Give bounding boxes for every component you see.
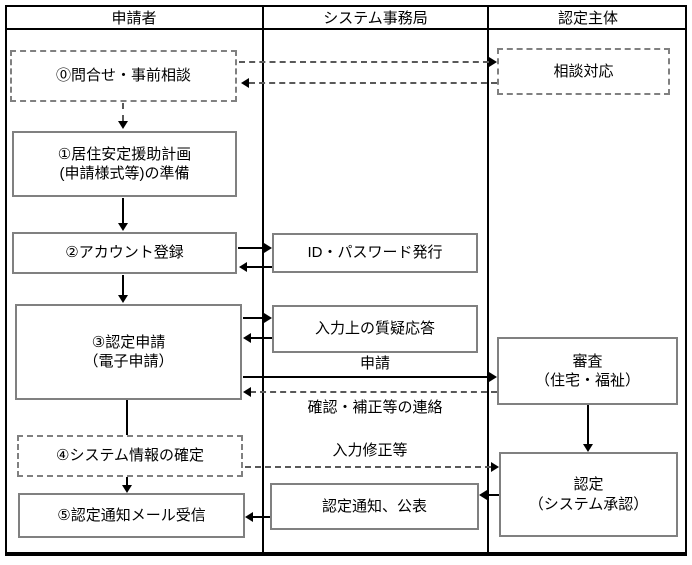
arrow-confirm-head	[243, 387, 251, 397]
node-account: ②アカウント登録	[12, 232, 237, 274]
arrow-account-to-id-line	[238, 247, 264, 249]
arrow-confirm-line	[250, 391, 497, 393]
arrow-revise-line	[245, 466, 491, 468]
arrow-plan-to-account-line	[122, 198, 124, 223]
arrow-sysinfo-to-mail-line	[126, 477, 128, 485]
header-separator	[5, 28, 687, 30]
arrow-inquiry-to-consult-line	[239, 61, 489, 63]
arrow-consult-to-inquiry-line	[249, 82, 497, 84]
arrow-account-to-id-head	[264, 243, 272, 253]
arrow-apply-head	[489, 372, 497, 382]
outer-frame	[5, 5, 687, 556]
arrow-apply-line	[243, 376, 489, 378]
node-notice: 認定通知、公表	[270, 483, 479, 530]
node-inquiry: ⓪問合せ・事前相談	[10, 50, 237, 102]
lane-header-applicant: 申請者	[111, 10, 157, 27]
arrow-certify-to-notice-head	[479, 490, 487, 500]
arrow-sysinfo-to-mail-head	[122, 485, 132, 493]
node-sysinfo: ④システム情報の確定	[17, 435, 243, 477]
lane-divider-2	[487, 5, 489, 555]
connector-application-to-sysinfo	[126, 400, 128, 435]
arrow-id-to-account-line	[247, 266, 272, 268]
node-qa: 入力上の質疑応答	[272, 305, 478, 353]
node-id-issue: ID・パスワード発行	[272, 233, 478, 273]
lane-header-certifier: 認定主体	[557, 10, 618, 27]
arrow-account-to-application-line	[122, 275, 124, 295]
arrow-account-to-application-head	[118, 295, 128, 303]
arrow-id-to-account-head	[239, 262, 247, 272]
arrow-inquiry-to-plan-line	[122, 103, 124, 121]
arrow-certify-to-notice-line	[487, 494, 499, 496]
arrow-review-to-certify-line	[587, 405, 589, 444]
lane-divider-1	[262, 5, 264, 555]
edge-label-confirm: 確認・補正等の連絡	[307, 399, 443, 416]
arrow-review-to-certify-head	[583, 444, 593, 452]
node-consult: 相談対応	[497, 48, 670, 95]
node-mail: ⑤認定通知メール受信	[18, 493, 245, 538]
arrow-qa-to-application-line	[250, 337, 272, 339]
node-application: ③認定申請 （電子申請）	[15, 304, 242, 400]
arrow-inquiry-to-consult-head	[489, 57, 497, 67]
arrow-qa-to-application-head	[243, 333, 251, 343]
arrow-revise-head	[491, 462, 499, 472]
arrow-application-to-qa-head	[264, 313, 272, 323]
arrow-inquiry-to-plan-head	[118, 121, 128, 129]
node-plan: ①居住安定援助計画 (申請様式等)の準備	[12, 131, 237, 197]
arrow-notice-to-mail-head	[245, 512, 253, 522]
arrow-plan-to-account-head	[118, 223, 128, 231]
arrow-notice-to-mail-line	[253, 516, 270, 518]
lane-header-office: システム事務局	[323, 10, 428, 27]
node-review: 審査 （住宅・福祉）	[497, 337, 678, 405]
arrow-consult-to-inquiry-head	[241, 78, 249, 88]
edge-label-revise: 入力修正等	[332, 442, 408, 459]
arrow-application-to-qa-line	[243, 317, 264, 319]
node-certify: 認定 （システム承認）	[499, 452, 678, 537]
edge-label-apply: 申請	[359, 355, 390, 372]
